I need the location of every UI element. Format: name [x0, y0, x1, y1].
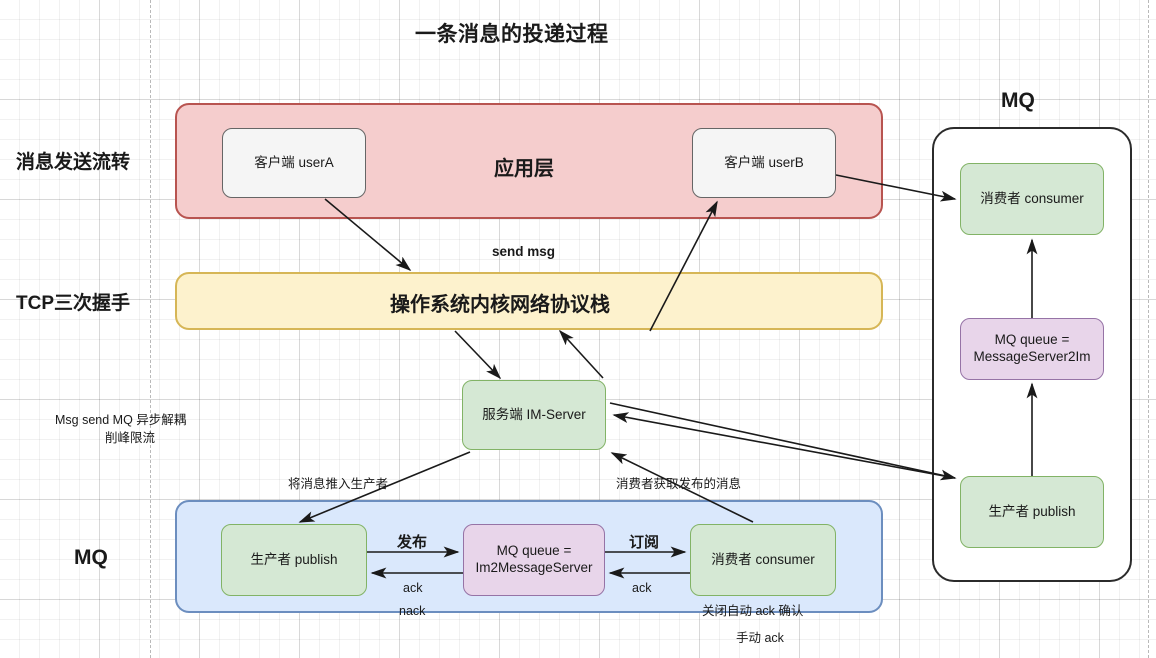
node-im-server[interactable]: 服务端 IM-Server [462, 380, 606, 450]
node-producer-right[interactable]: 生产者 publish [960, 476, 1104, 548]
node-mq-queue-ms2im[interactable]: MQ queue = MessageServer2Im [960, 318, 1104, 380]
edge-imserver-to-kernel-up [558, 329, 604, 379]
node-label-client-usera: 客户端 userA [254, 154, 334, 170]
node-client-userb[interactable]: 客户端 userB [692, 128, 836, 198]
node-consumer-right[interactable]: 消费者 consumer [960, 163, 1104, 235]
edge-kernel-to-imserver [454, 330, 502, 380]
edge-label-consumer-fetch: 消费者获取发布的消息 [616, 477, 742, 491]
edge-label-nack-left: nack [399, 604, 426, 618]
page-guide-left [150, 0, 151, 658]
edge-imserver-to-producer-right [609, 402, 957, 481]
edge-label-push-to-producer: 将消息推入生产者 [288, 477, 389, 491]
row-label-message-flow: 消息发送流转 [16, 152, 131, 173]
node-label-client-userb: 客户端 userB [724, 154, 804, 170]
mq-panel-title: MQ [1001, 89, 1035, 112]
band-label-application-layer: 应用层 [494, 158, 554, 180]
page-title: 一条消息的投递过程 [415, 23, 609, 46]
edge-producer-right-to-imserver [612, 412, 956, 479]
node-label-im-server: 服务端 IM-Server [482, 406, 586, 422]
edge-label-publish-cn: 发布 [397, 534, 428, 551]
node-label-producer-publish: 生产者 publish [250, 551, 338, 567]
band-kernel-network-stack [175, 272, 883, 330]
node-mq-queue-im2ms[interactable]: MQ queue = Im2MessageServer [463, 524, 605, 596]
node-client-usera[interactable]: 客户端 userA [222, 128, 366, 198]
edge-label-ack-left: ack [403, 581, 423, 595]
node-producer-publish[interactable]: 生产者 publish [221, 524, 367, 596]
edge-label-subscribe-cn: 订阅 [629, 534, 660, 551]
band-label-kernel-network-stack: 操作系统内核网络协议栈 [390, 294, 610, 316]
edge-label-send-msg: send msg [492, 244, 556, 259]
page-guide-right [1148, 0, 1149, 658]
node-label-mq-queue-im2ms: MQ queue = Im2MessageServer [475, 543, 593, 575]
edge-label-async-decouple: Msg send MQ 异步解耦 [55, 413, 187, 427]
node-label-consumer-right: 消费者 consumer [980, 190, 1084, 206]
edge-label-manual-ack-off: 关闭自动 ack 确认 [702, 604, 804, 618]
row-label-tcp-handshake: TCP三次握手 [16, 293, 131, 314]
row-label-mq-left: MQ [74, 546, 108, 569]
node-consumer-bottom[interactable]: 消费者 consumer [690, 524, 836, 596]
node-label-mq-queue-ms2im: MQ queue = MessageServer2Im [973, 332, 1091, 364]
edge-label-peak-shaving: 削峰限流 [105, 431, 156, 445]
edge-label-ack-right: ack [632, 581, 652, 595]
node-label-producer-right: 生产者 publish [988, 503, 1076, 519]
node-label-consumer-bottom: 消费者 consumer [711, 551, 815, 567]
edge-label-manual-ack: 手动 ack [736, 631, 784, 645]
